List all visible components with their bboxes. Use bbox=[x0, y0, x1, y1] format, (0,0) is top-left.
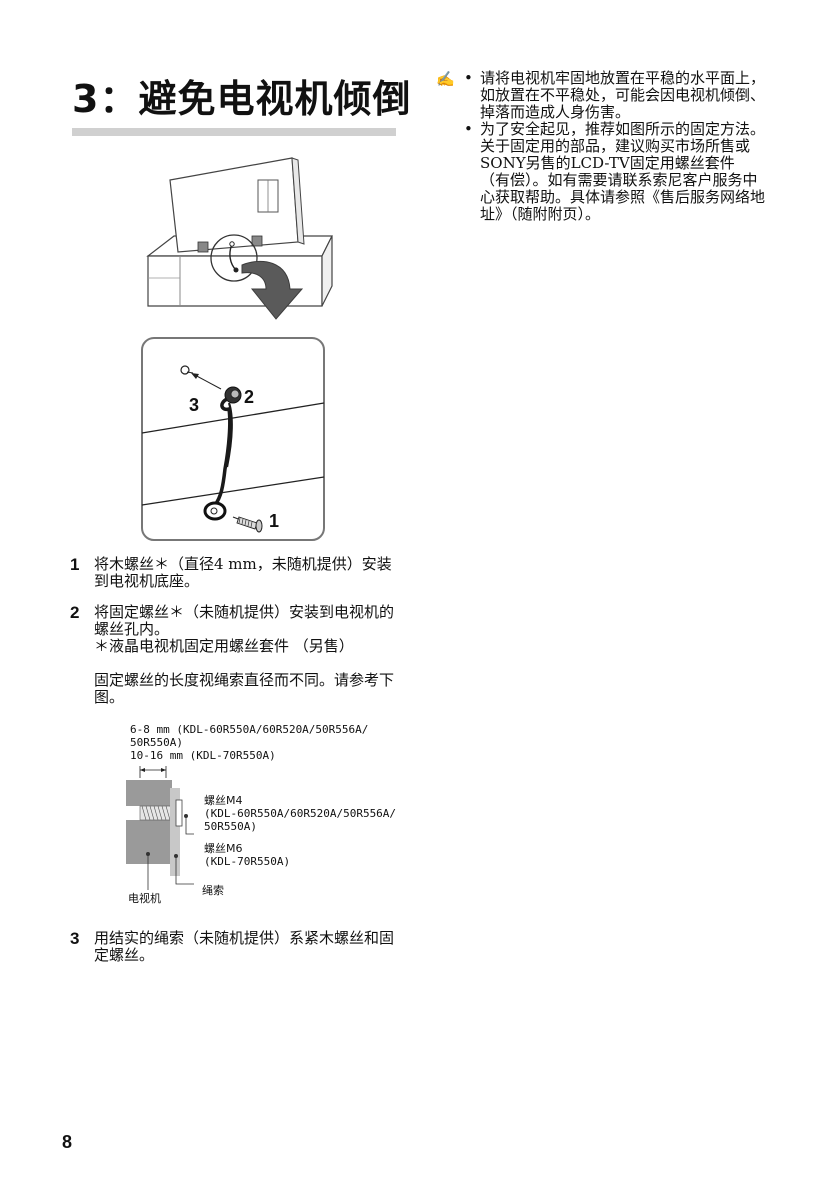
cord-label: 绳索 bbox=[202, 884, 224, 897]
step-footnote: ＊液晶电视机固定用螺丝套件 （另售） bbox=[94, 637, 354, 655]
note-pencil-icon: ✍ bbox=[436, 70, 455, 88]
screw-attachment-detail: 3 2 1 bbox=[141, 337, 325, 541]
step-1: 1 将木螺丝＊（直径4 mm，未随机提供）安装到电视机底座。 bbox=[70, 556, 400, 590]
callout-3: 3 bbox=[189, 395, 199, 415]
length-spec-1: 6-8 mm (KDL-60R550A/60R520A/50R556A/ bbox=[130, 723, 369, 736]
tv-label: 电视机 bbox=[128, 892, 161, 905]
step-text: 将固定螺丝＊（未随机提供）安装到电视机的螺丝孔内。 bbox=[94, 603, 395, 638]
screw-m4-models-2: 50R550A) bbox=[204, 820, 257, 833]
note-item: • 为了安全起见，推荐如图所示的固定方法。关于固定用的部品，建议购买市场所售或S… bbox=[462, 121, 767, 223]
notes-list: • 请将电视机牢固地放置在平稳的水平面上，如放置在不平稳处，可能会因电视机倾倒、… bbox=[462, 70, 767, 223]
screw-m4-models-1: (KDL-60R550A/60R520A/50R556A/ bbox=[204, 807, 397, 820]
step-2: 2 将固定螺丝＊（未随机提供）安装到电视机的螺丝孔内。 ＊液晶电视机固定用螺丝套… bbox=[70, 604, 400, 706]
screw-m4-label: 螺丝M4 bbox=[204, 794, 243, 807]
step-text: 将木螺丝＊（直径4 mm，未随机提供）安装到电视机底座。 bbox=[94, 555, 392, 590]
callout-1: 1 bbox=[269, 511, 279, 531]
note-text: 请将电视机牢固地放置在平稳的水平面上，如放置在不平稳处，可能会因电视机倾倒、掉落… bbox=[480, 69, 766, 121]
note-item: • 请将电视机牢固地放置在平稳的水平面上，如放置在不平稳处，可能会因电视机倾倒、… bbox=[462, 70, 767, 121]
note-text: 为了安全起见，推荐如图所示的固定方法。关于固定用的部品，建议购买市场所售或SON… bbox=[480, 120, 766, 223]
step-3: 3 用结实的绳索（未随机提供）系紧木螺丝和固定螺丝。 bbox=[70, 930, 400, 964]
step-number: 1 bbox=[70, 555, 80, 574]
step-extra: 固定螺丝的长度视绳索直径而不同。请参考下图。 bbox=[94, 671, 395, 706]
page-title: 3：避免电视机倾倒 bbox=[72, 77, 412, 121]
step-number: 2 bbox=[70, 603, 80, 622]
bullet-icon: • bbox=[464, 120, 473, 138]
length-spec-3: 10-16 mm (KDL-70R550A) bbox=[130, 749, 276, 762]
step-number: 3 bbox=[70, 929, 80, 948]
title-rule bbox=[72, 128, 396, 136]
page-number: 8 bbox=[62, 1132, 73, 1152]
zoom-arrow-icon bbox=[241, 260, 304, 320]
length-spec-2: 50R550A) bbox=[130, 736, 183, 749]
screw-m6-models: (KDL-70R550A) bbox=[204, 855, 291, 868]
screw-length-diagram bbox=[126, 766, 194, 890]
step-text: 用结实的绳索（未随机提供）系紧木螺丝和固定螺丝。 bbox=[94, 929, 395, 964]
screw-m6-label: 螺丝M6 bbox=[204, 842, 243, 855]
callout-2: 2 bbox=[244, 387, 254, 407]
bullet-icon: • bbox=[464, 69, 473, 87]
